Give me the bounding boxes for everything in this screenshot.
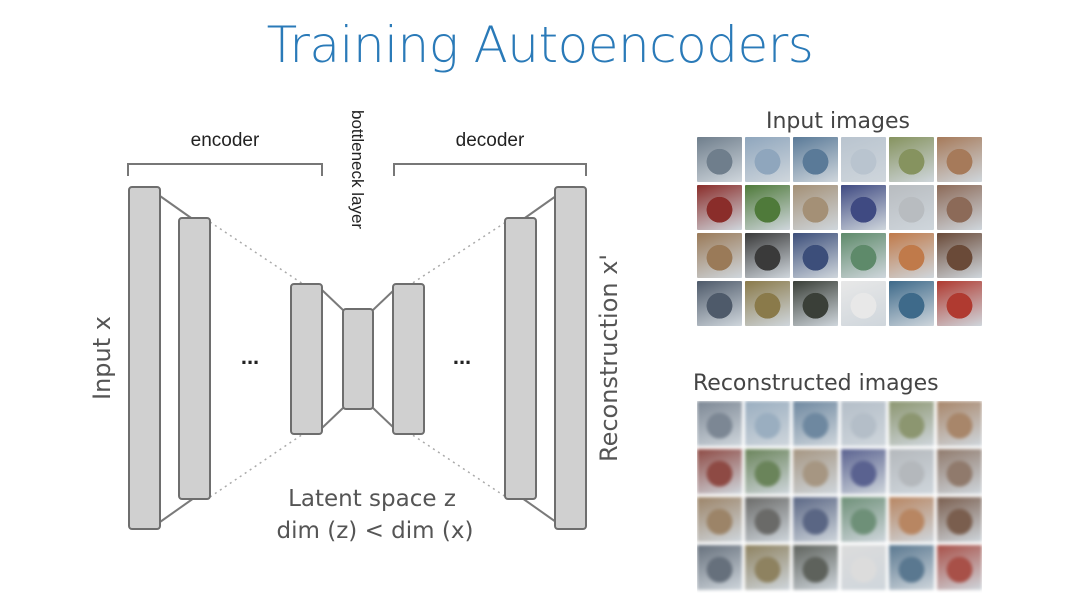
connector-line [321, 407, 344, 429]
connector-line [372, 289, 395, 311]
encoder-layer-3 [290, 283, 323, 435]
thumbnail-automobile [841, 449, 886, 494]
bottleneck-layer [342, 308, 374, 410]
input-x-label: Input x [88, 316, 116, 400]
thumbnail-frog [745, 449, 790, 494]
dotted-connector [209, 221, 307, 287]
input-images-grid [697, 137, 982, 326]
connector-line [372, 407, 395, 429]
thumbnail-airplane [841, 281, 886, 326]
decoder-layer-3 [554, 186, 587, 530]
thumbnail-truck [937, 185, 982, 230]
thumbnail-horse [793, 545, 838, 590]
thumbnail-deer [889, 281, 934, 326]
thumbnail-truck [793, 233, 838, 278]
encoder-layer-2 [178, 217, 211, 500]
thumbnail-deer [889, 545, 934, 590]
thumbnail-horse [793, 281, 838, 326]
decoder-label: decoder [456, 130, 525, 151]
encoder-layer-1 [128, 186, 161, 530]
reconstructed-images-grid [697, 401, 982, 590]
thumbnail-frog [937, 137, 982, 182]
encoder-bracket [127, 163, 323, 176]
latent-space-label: Latent space z [288, 486, 456, 512]
thumbnail-ship [745, 137, 790, 182]
thumbnail-cat [793, 185, 838, 230]
connector-line [521, 497, 557, 523]
dotted-connector [407, 431, 507, 498]
thumbnail-dog [697, 497, 742, 542]
thumbnail-truck [937, 545, 982, 590]
reconstruction-label: Reconstruction x' [595, 254, 623, 462]
thumbnail-horse [745, 497, 790, 542]
thumbnail-frog [745, 281, 790, 326]
thumbnail-ship [841, 233, 886, 278]
connector-line [521, 195, 557, 221]
thumbnail-truck [793, 497, 838, 542]
thumbnail-cat [793, 449, 838, 494]
decoder-layer-1 [392, 283, 425, 435]
latent-dim-label: dim (z) < dim (x) [277, 518, 474, 544]
thumbnail-airplane [889, 185, 934, 230]
reconstructed-images-wrap [697, 401, 982, 593]
connector-line [159, 497, 195, 523]
thumbnail-cat [697, 137, 742, 182]
input-images-title: Input images [766, 109, 910, 134]
thumbnail-frog [889, 401, 934, 446]
thumbnail-airplane [841, 401, 886, 446]
thumbnail-ship [697, 545, 742, 590]
thumbnail-truck [937, 449, 982, 494]
thumbnail-automobile [697, 185, 742, 230]
reconstructed-images-title: Reconstructed images [693, 371, 939, 396]
thumbnail-automobile [697, 449, 742, 494]
connector-line [321, 289, 344, 311]
thumbnail-ship [697, 281, 742, 326]
decoder-ellipsis: ... [453, 344, 471, 369]
thumbnail-frog [889, 137, 934, 182]
connector-line [159, 195, 195, 221]
thumbnail-airplane [841, 137, 886, 182]
thumbnail-dog [697, 233, 742, 278]
thumbnail-frog [745, 545, 790, 590]
encoder-ellipsis: ... [241, 344, 259, 369]
thumbnail-frog [937, 401, 982, 446]
thumbnail-ship [793, 137, 838, 182]
thumbnail-horse [937, 233, 982, 278]
thumbnail-horse [937, 497, 982, 542]
thumbnail-ship [793, 401, 838, 446]
thumbnail-dog [889, 233, 934, 278]
thumbnail-ship [841, 497, 886, 542]
dotted-connector [407, 221, 507, 287]
bottleneck-label: bottleneck layer [348, 110, 367, 229]
thumbnail-truck [937, 281, 982, 326]
thumbnail-automobile [841, 185, 886, 230]
thumbnail-frog [745, 185, 790, 230]
thumbnail-cat [697, 401, 742, 446]
thumbnail-airplane [889, 449, 934, 494]
dotted-connector [209, 431, 307, 498]
decoder-layer-2 [504, 217, 537, 500]
thumbnail-airplane [841, 545, 886, 590]
decoder-bracket [393, 163, 587, 176]
slide-title: Training Autoencoders [266, 16, 814, 74]
thumbnail-ship [745, 401, 790, 446]
encoder-label: encoder [191, 130, 260, 151]
thumbnail-horse [745, 233, 790, 278]
thumbnail-dog [889, 497, 934, 542]
